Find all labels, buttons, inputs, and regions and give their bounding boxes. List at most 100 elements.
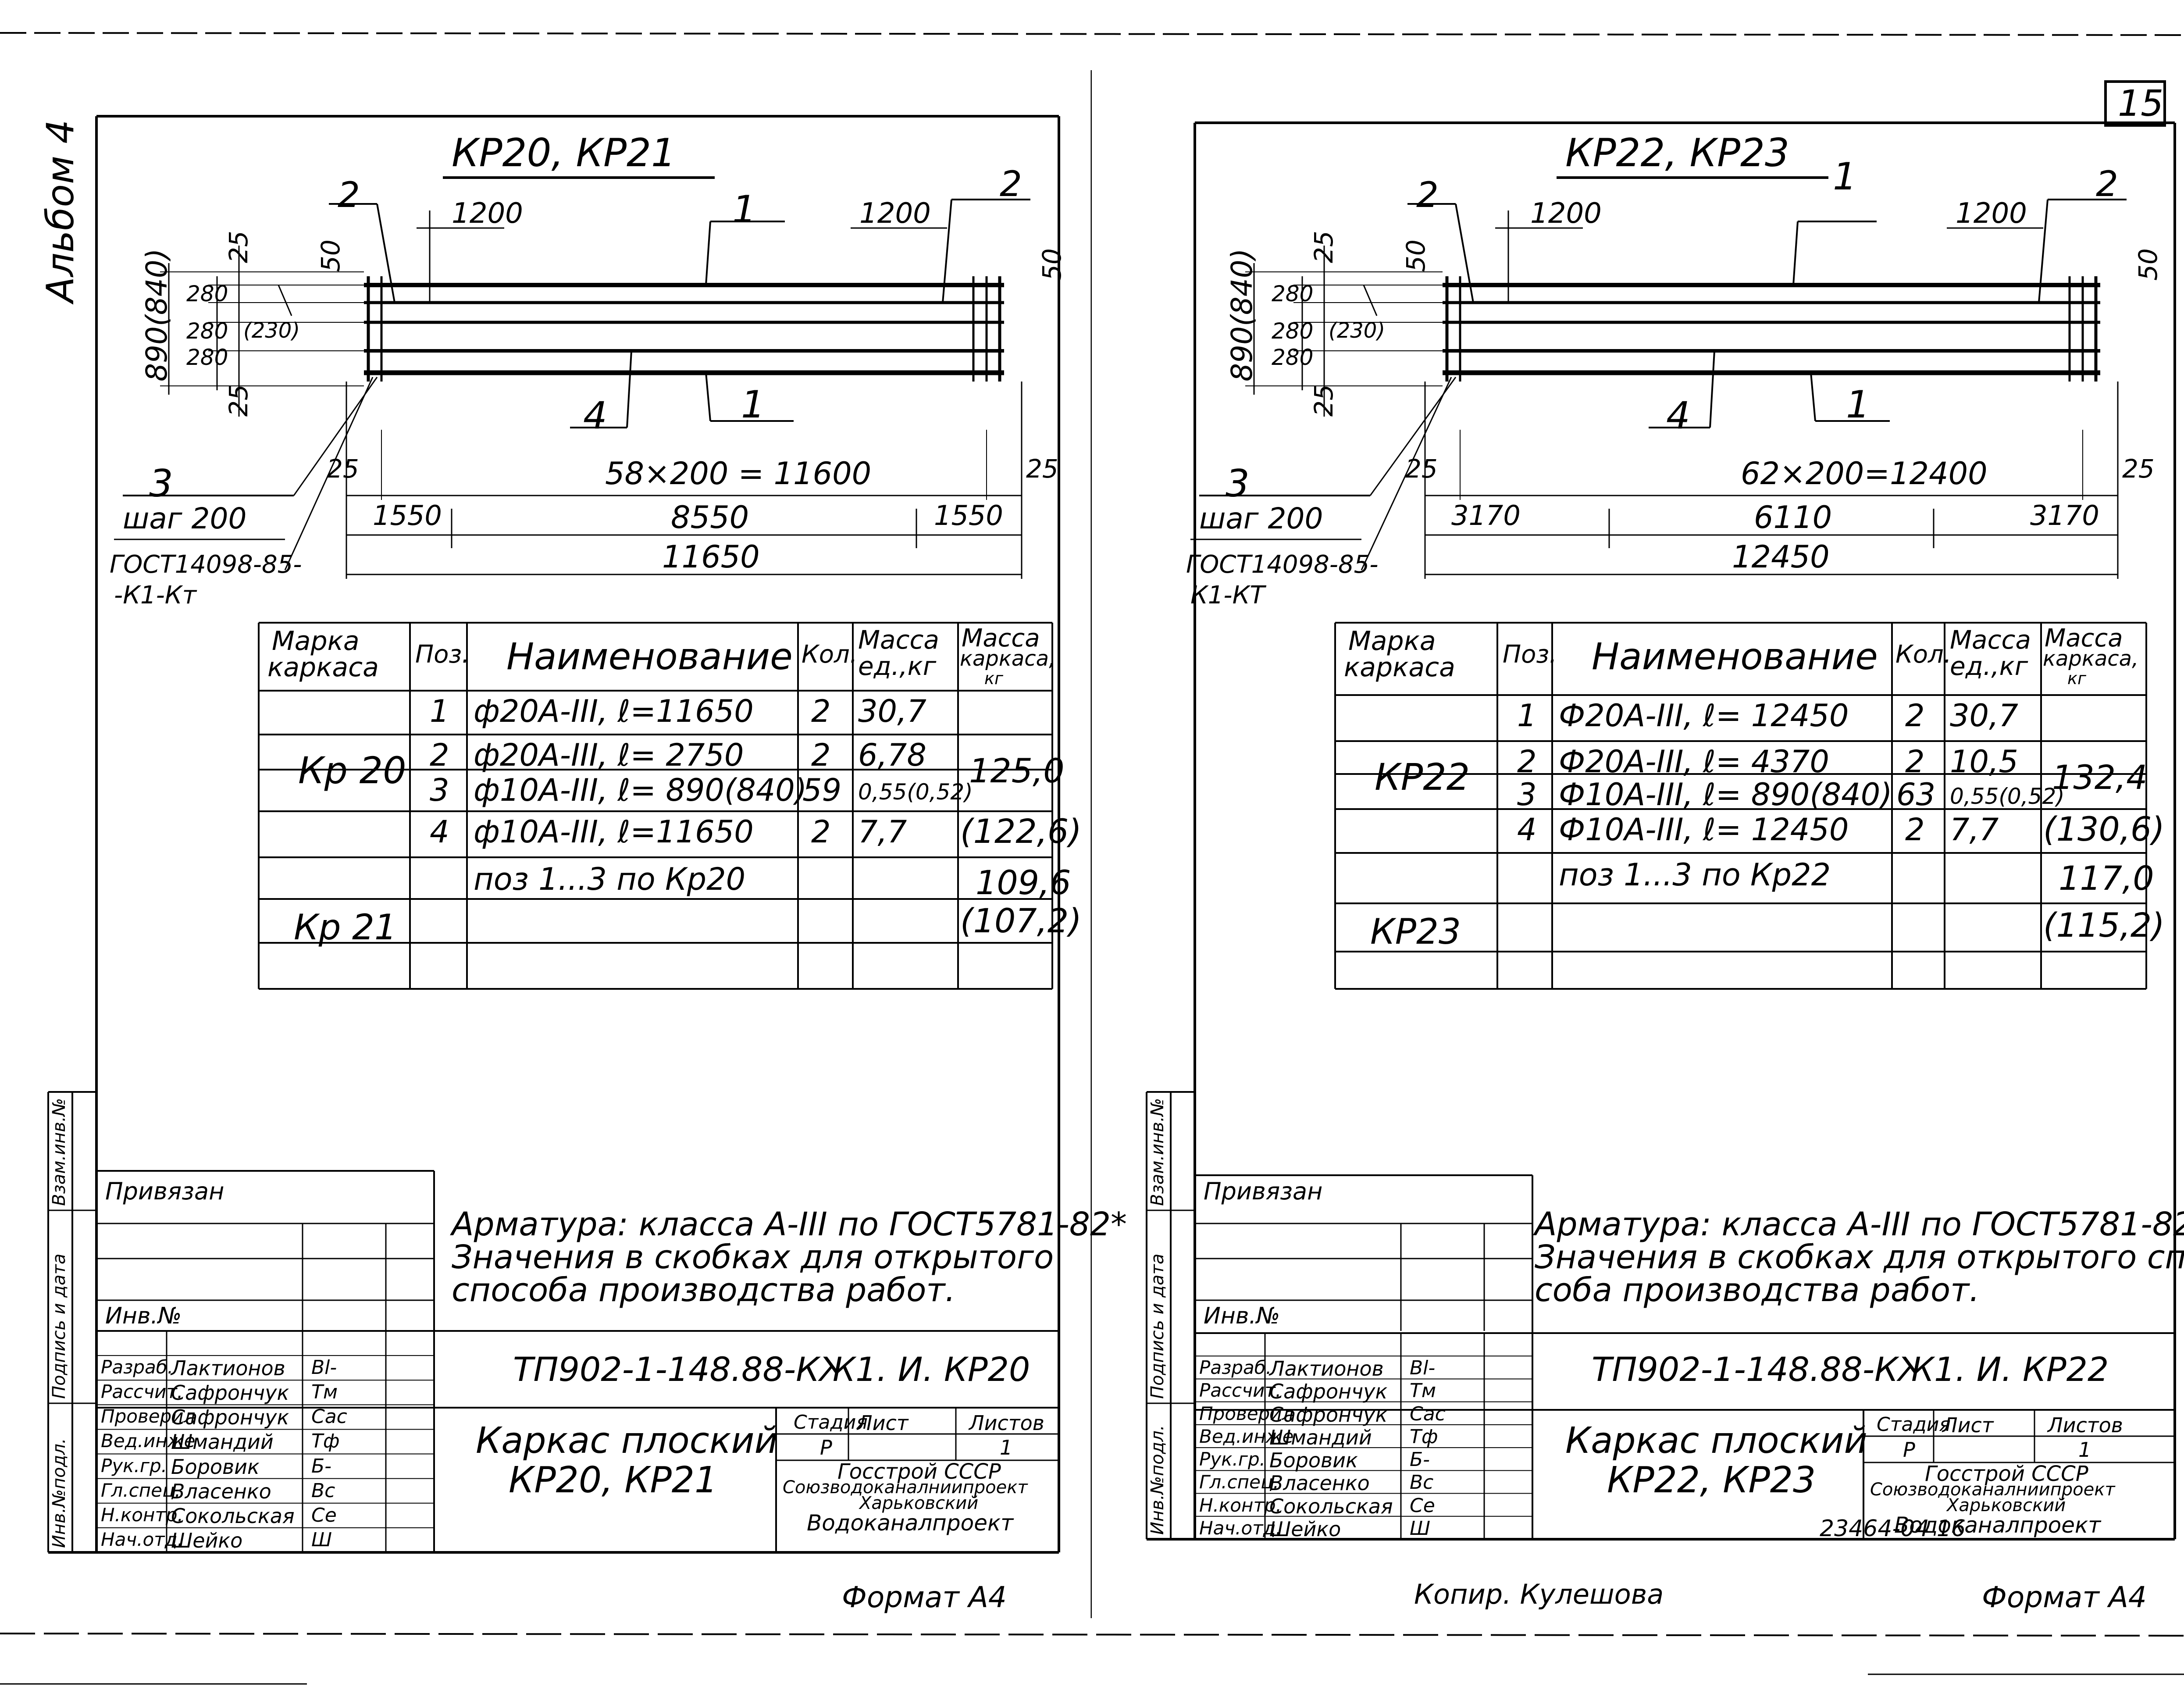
- stamp-role: Нач.отд.: [101, 1528, 184, 1550]
- archive-number: 23464-04 16: [1820, 1516, 1966, 1542]
- stamp-sign: Вс: [1410, 1471, 1434, 1494]
- dim-230: (230): [1329, 318, 1386, 343]
- stamp-name: Шмандий: [171, 1430, 274, 1454]
- dim-overall: 11650: [662, 539, 760, 575]
- table-mark-b: Кр 21: [294, 907, 397, 948]
- item-title-2: КР20, КР21: [509, 1459, 718, 1501]
- pos-label-4: 4: [583, 394, 607, 438]
- sheet-graphics: [1146, 121, 2176, 1541]
- table-row-name: Ф20А-III, ℓ= 4370: [1559, 744, 1829, 780]
- table-row-b-name: поз 1...3 по Кр22: [1559, 857, 1831, 893]
- table-row-name: Ф20А-III, ℓ= 12450: [1559, 698, 1849, 734]
- dim-1200-left: 1200: [452, 197, 523, 230]
- table-row-pos: 2: [430, 737, 449, 773]
- stage-value: Р: [1903, 1438, 1915, 1462]
- sheets-value: 1: [2078, 1438, 2091, 1462]
- stamp-name: Сокольская: [1269, 1494, 1393, 1518]
- side-label-sign: Подпись и дата: [49, 1253, 69, 1399]
- stamp-sign: Bl-: [311, 1356, 337, 1379]
- table-total-b-1: 117,0: [2059, 859, 2154, 898]
- pos-label-1-top: 1: [732, 188, 756, 232]
- stamp-bound-label: Привязан: [1204, 1177, 1323, 1205]
- notes-line-3: соба производства работ.: [1535, 1271, 1980, 1309]
- sheet-graphics: [47, 70, 1092, 1618]
- stamp-name: Лактионов: [1269, 1357, 1384, 1381]
- dim-230: (230): [243, 318, 300, 343]
- dim-280-a: 280: [186, 281, 228, 307]
- leader-2-right-v: [942, 199, 952, 303]
- dim-280-a: 280: [1272, 281, 1314, 307]
- stamp-name: Сокольская: [171, 1504, 295, 1528]
- stamp-role: Разраб.: [101, 1356, 174, 1378]
- item-title-1: Каркас плоский: [476, 1420, 778, 1462]
- sheets-value: 1: [1000, 1436, 1013, 1459]
- dim-edge-right: 3170: [2030, 499, 2099, 531]
- stamp-name: Сафрончук: [1269, 1380, 1388, 1404]
- th-mass2-1: Масса: [962, 624, 1040, 653]
- stamp-sign: Тм: [1410, 1380, 1436, 1402]
- table-total-a-2: (130,6): [2043, 810, 2165, 849]
- table-row-name: Ф10А-III, ℓ= 890(840): [1559, 777, 1892, 813]
- stamp-role: Рассчит.: [1199, 1380, 1282, 1402]
- table-row-qty: 2: [1905, 698, 1925, 734]
- stamp-sign: Ш: [311, 1528, 332, 1551]
- dim-middle: 6110: [1754, 499, 1832, 535]
- drawing-title: КР20, КР21: [452, 130, 676, 175]
- stamp-sign: Се: [311, 1504, 337, 1527]
- leader-1-top-v: [1792, 221, 1799, 285]
- dim-pitch-total: 62×200=12400: [1741, 456, 1988, 492]
- table-row-qty: 2: [1905, 812, 1925, 848]
- pos-label-3: 3: [1226, 462, 1250, 506]
- drawing-title: КР22, КР23: [1565, 130, 1789, 175]
- dim-1200-right: 1200: [859, 197, 931, 230]
- table-mark-a: Кр 20: [298, 749, 406, 792]
- pos-label-4: 4: [1666, 394, 1690, 438]
- table-row-name: ф20А-III, ℓ=11650: [474, 693, 754, 729]
- leader-4-v: [1709, 350, 1715, 428]
- th-mass2-3: кг: [2067, 669, 2086, 688]
- table-row-mass: 7,7: [858, 814, 907, 850]
- table-total-b-2: (107,2): [960, 901, 1082, 940]
- th-name: Наименование: [1592, 635, 1878, 678]
- th-qty: Кол.: [1895, 640, 1952, 669]
- drawing-code: ТП902-1-148.88-КЖ1. И. КР20: [513, 1350, 1030, 1389]
- org-line-1: Госстрой СССР: [837, 1459, 1001, 1484]
- dim-25-top: 25: [224, 231, 253, 263]
- dim-tick-50: [1363, 285, 1378, 316]
- stage-header: Стадия: [794, 1411, 868, 1434]
- page-number: 15: [2118, 83, 2164, 125]
- pos-label-2-right: 2: [1000, 164, 1022, 204]
- table-row-pos: 1: [430, 693, 449, 729]
- dim-280-c: 280: [186, 345, 228, 370]
- stage-header: Стадия: [1877, 1413, 1951, 1436]
- dim-edge-left: 1550: [373, 499, 442, 531]
- stamp-name: Шейко: [171, 1528, 243, 1552]
- table-total-a-1: 125,0: [969, 751, 1065, 790]
- dim-middle: 8550: [671, 499, 749, 535]
- table-row-name: ф10А-III, ℓ=11650: [474, 814, 754, 850]
- stamp-role: Рук.гр.: [1199, 1448, 1265, 1470]
- dim-25-right: 25: [2122, 454, 2155, 484]
- stamp-sign: Се: [1410, 1494, 1435, 1517]
- table-row-qty: 2: [1905, 744, 1925, 780]
- th-mass1-2: ед.,кг: [858, 651, 937, 681]
- stamp-role: Гл.спец.: [1199, 1471, 1279, 1493]
- table-row-mass: 7,7: [1950, 812, 1999, 848]
- stamp-name: Боровик: [1269, 1448, 1358, 1473]
- stamp-sign: Тф: [311, 1430, 340, 1453]
- gost-note-1: ГОСТ14098-85-: [1186, 550, 1379, 579]
- stamp-name: Шейко: [1269, 1517, 1341, 1541]
- format-label: Формат А4: [1982, 1580, 2147, 1614]
- leader-1-bottom-v: [1810, 372, 1816, 421]
- th-mass2-1: Масса: [2045, 624, 2123, 653]
- stamp-sign: Тм: [311, 1381, 338, 1404]
- leader-gost-diag: [1361, 377, 1452, 571]
- sheet-header: Лист: [857, 1411, 909, 1435]
- dim-1200-left: 1200: [1530, 197, 1602, 230]
- pos-label-2-left: 2: [338, 175, 360, 215]
- side-label-inv: Инв.№подл.: [49, 1438, 69, 1548]
- stamp-role: Рассчит.: [101, 1381, 183, 1403]
- stamp-role: Рук.гр.: [101, 1455, 167, 1477]
